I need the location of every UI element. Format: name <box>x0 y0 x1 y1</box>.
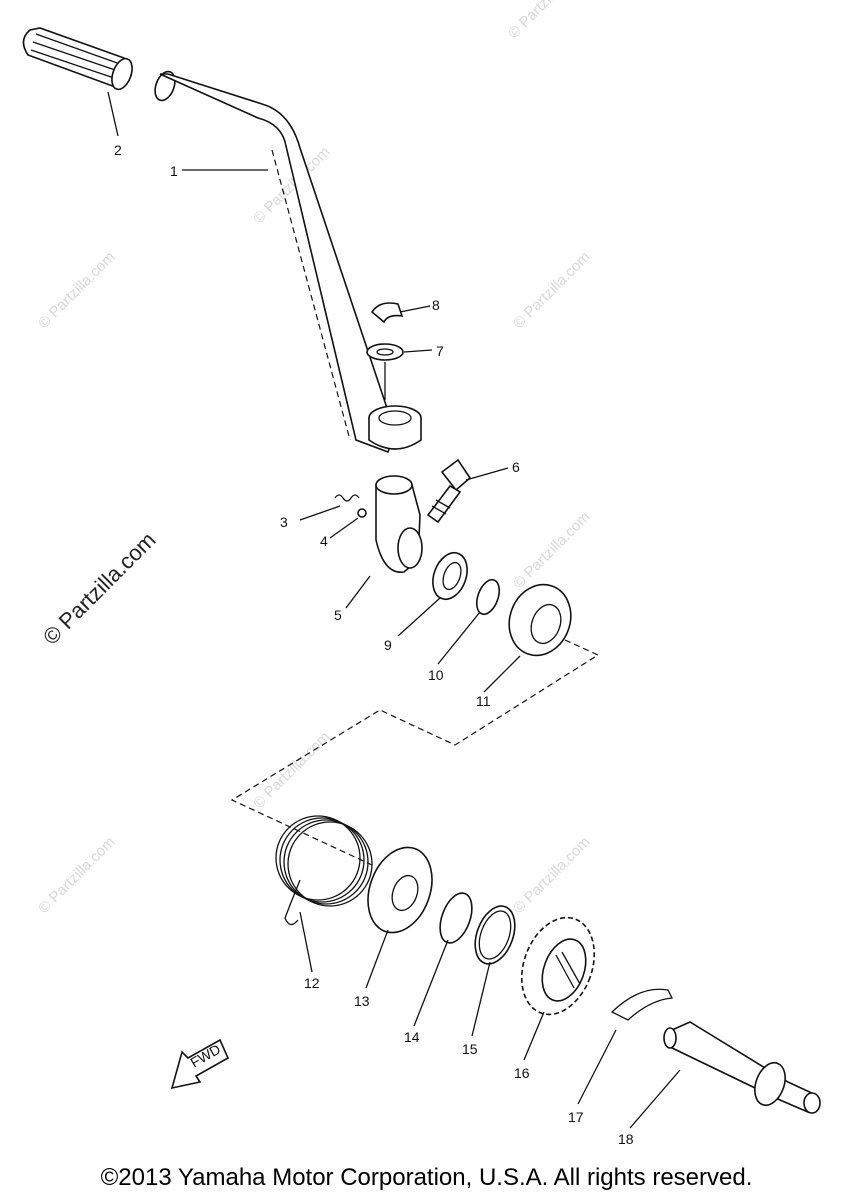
kick-axle-part[interactable] <box>663 1021 821 1114</box>
callout-18: 18 <box>618 1131 634 1147</box>
ball-part[interactable] <box>357 508 367 518</box>
callout-7: 7 <box>436 343 444 359</box>
spring-part[interactable] <box>334 494 360 502</box>
gear-clip-part[interactable] <box>610 988 674 1021</box>
kick-lever-part[interactable] <box>159 73 422 454</box>
bushing-part[interactable] <box>427 548 473 604</box>
forward-direction-arrow: FWD <box>170 1038 230 1090</box>
circlip-part[interactable] <box>472 577 503 618</box>
callout-4: 4 <box>320 533 328 549</box>
circlip-part-2[interactable] <box>434 889 478 947</box>
e-clip-part[interactable] <box>370 302 404 324</box>
callout-16: 16 <box>514 1065 530 1081</box>
washer-part[interactable] <box>366 343 404 361</box>
callout-1: 1 <box>170 163 178 179</box>
washer-part-2[interactable] <box>468 901 522 970</box>
boss-part[interactable] <box>375 475 423 573</box>
callout-11: 11 <box>476 693 491 709</box>
torsion-spring-part[interactable] <box>275 815 373 926</box>
callout-12: 12 <box>304 975 320 991</box>
callout-6: 6 <box>512 459 520 475</box>
callout-13: 13 <box>354 993 370 1009</box>
callout-3: 3 <box>280 514 288 530</box>
assembly-connection-line <box>230 639 600 866</box>
leader-lines <box>107 91 681 1129</box>
callout-5: 5 <box>334 607 342 623</box>
callout-10: 10 <box>428 667 444 683</box>
spring-guide-part[interactable] <box>357 838 443 941</box>
callout-9: 9 <box>384 637 392 653</box>
bolt-part[interactable] <box>426 458 472 524</box>
kick-gear-part[interactable] <box>509 907 607 1024</box>
callout-17: 17 <box>568 1109 584 1125</box>
kick-plate-part[interactable] <box>499 576 580 664</box>
callout-2: 2 <box>114 142 122 158</box>
copyright-notice: ©2013 Yamaha Motor Corporation, U.S.A. A… <box>100 1164 753 1191</box>
callout-8: 8 <box>432 297 440 313</box>
callout-15: 15 <box>462 1041 478 1057</box>
callout-14: 14 <box>404 1029 420 1045</box>
grip-part[interactable] <box>22 27 135 92</box>
